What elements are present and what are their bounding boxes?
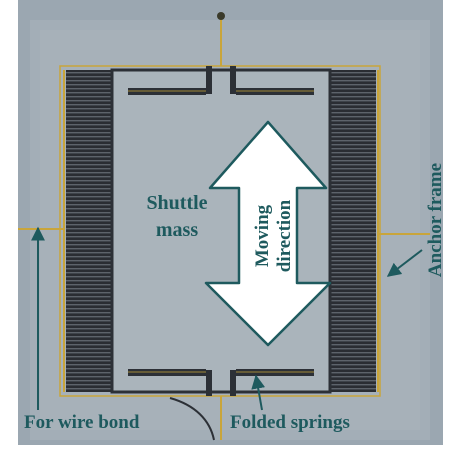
comb-drive-right <box>330 70 376 392</box>
anchor-frame-arrow <box>386 249 423 277</box>
label-moving: Moving <box>252 204 273 267</box>
folded-spring-bottom <box>128 369 314 396</box>
label-mass: mass <box>156 219 198 241</box>
label-shuttle: Shuttle <box>146 192 207 214</box>
label-folded-springs: Folded springs <box>230 412 350 433</box>
moving-direction-arrow <box>204 120 332 347</box>
label-wire-bond: For wire bond <box>24 412 140 433</box>
folded-spring-top <box>128 66 314 95</box>
label-anchor-frame: Anchor frame <box>425 163 446 277</box>
folded-springs-arrow <box>251 374 266 411</box>
label-direction: direction <box>274 199 295 272</box>
gold-traces <box>18 18 430 440</box>
comb-drive-left <box>66 70 112 392</box>
